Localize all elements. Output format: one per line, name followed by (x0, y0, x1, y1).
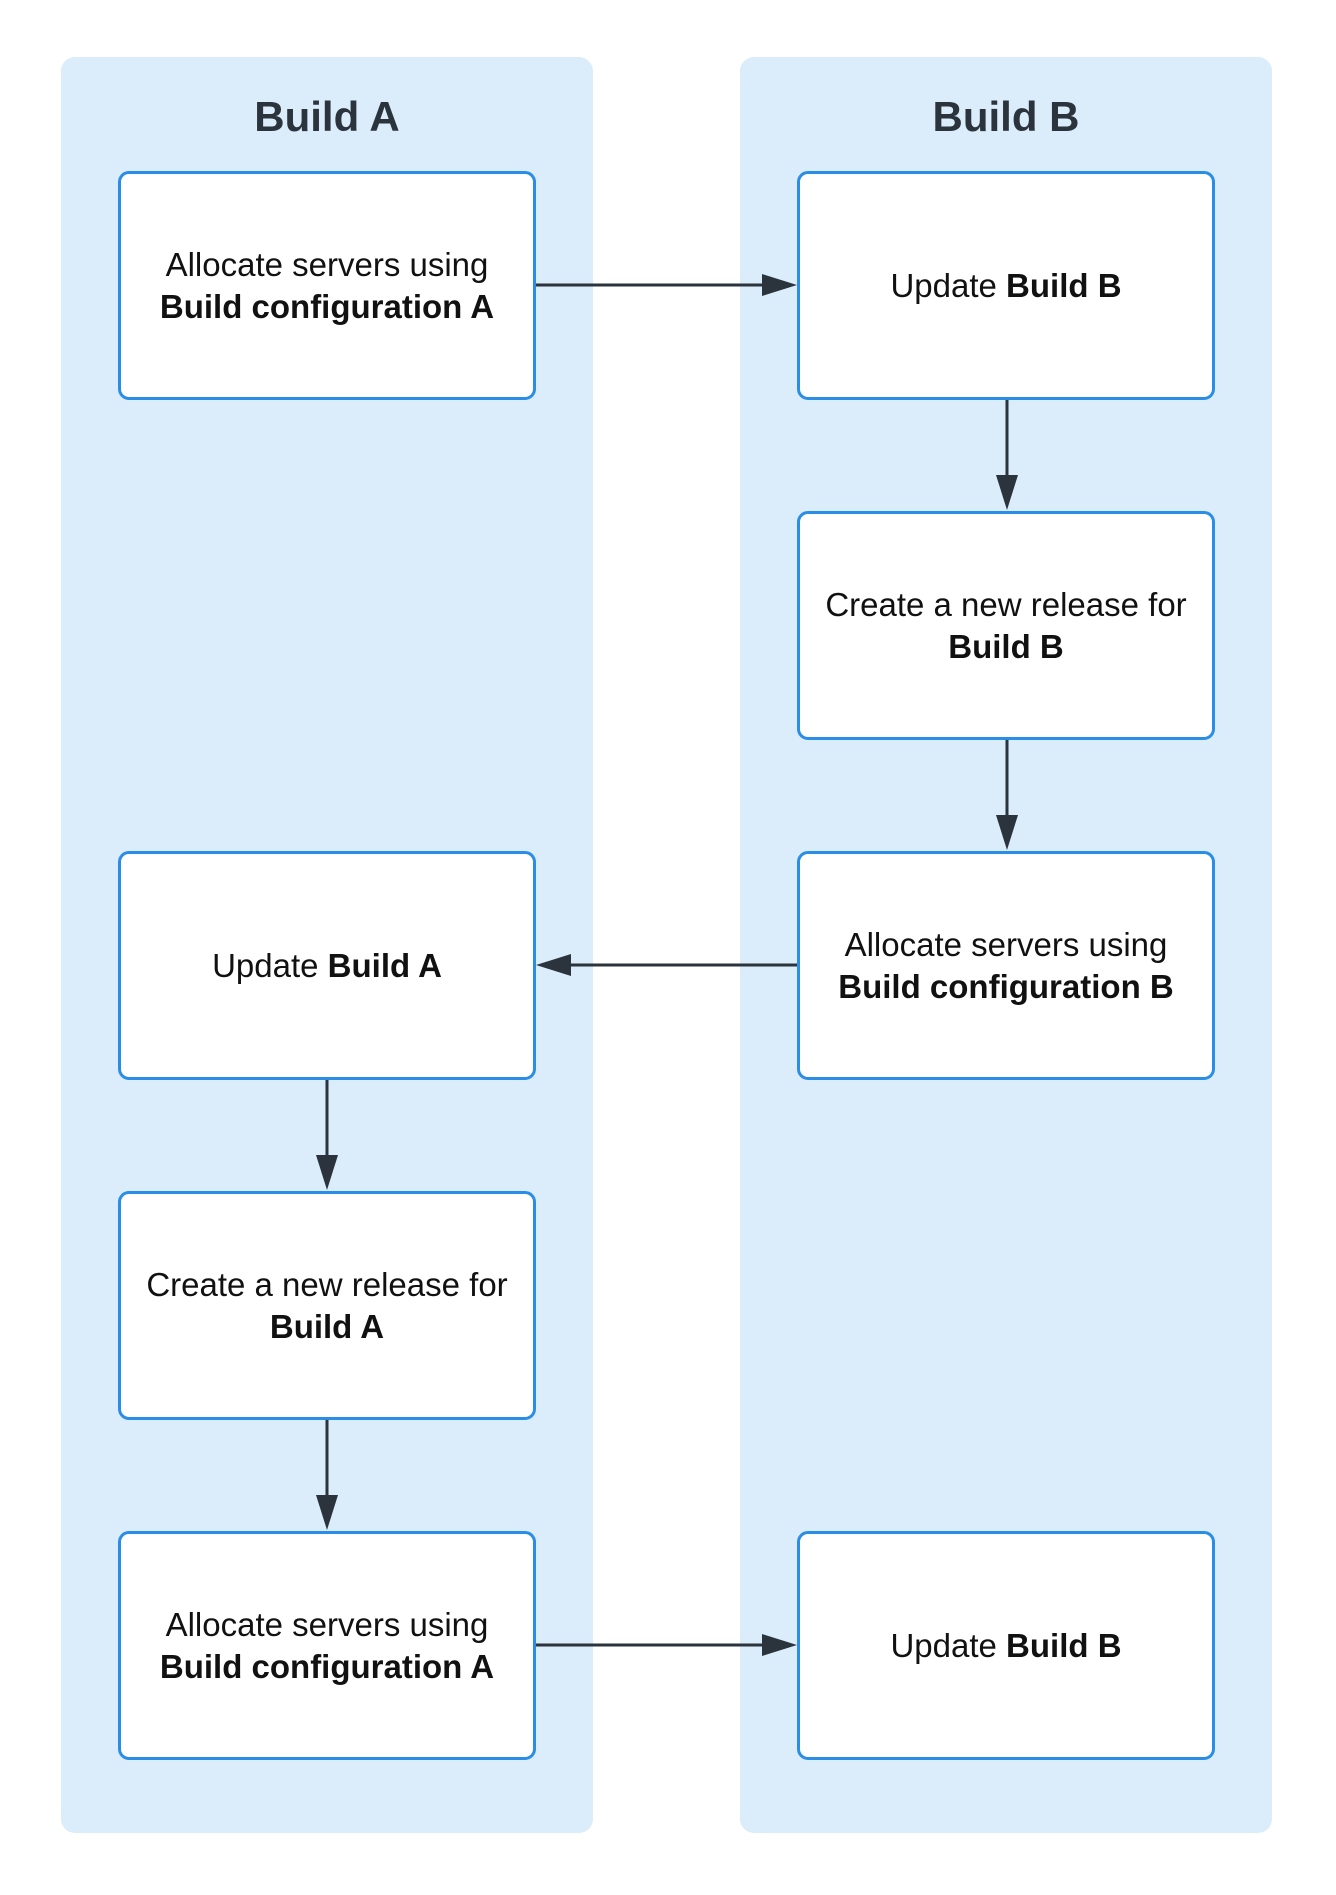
node-text: Update (890, 266, 1007, 304)
node-allocate-servers-b: Allocate servers using Build configurati… (797, 851, 1215, 1080)
node-update-build-b-2: Update Build B (797, 1531, 1215, 1760)
node-create-release-build-a: Create a new release for Build A (118, 1191, 536, 1420)
node-text-bold: Build configuration B (838, 967, 1174, 1005)
node-allocate-servers-a-1: Allocate servers using Build configurati… (118, 171, 536, 400)
node-text: Create a new release for (825, 585, 1187, 623)
node-text: Allocate servers using (165, 245, 489, 283)
node-text-bold: Build B (1006, 266, 1122, 304)
node-text: Create a new release for (146, 1265, 508, 1303)
node-text-bold: Build configuration A (159, 287, 495, 325)
lane-title-build-a: Build A (254, 93, 400, 140)
node-text: Allocate servers using (844, 925, 1168, 963)
node-text-bold: Build A (269, 1307, 385, 1345)
node-text-bold: Build B (948, 627, 1064, 665)
node-update-build-b-1: Update Build B (797, 171, 1215, 400)
node-text-bold: Build configuration A (159, 1647, 495, 1685)
lane-title-build-b: Build B (932, 93, 1080, 140)
node-text: Allocate servers using (165, 1605, 489, 1643)
node-create-release-build-b: Create a new release for Build B (797, 511, 1215, 740)
node-text-bold: Build B (1006, 1626, 1122, 1664)
node-text-bold: Build A (327, 946, 442, 984)
node-allocate-servers-a-2: Allocate servers using Build configurati… (118, 1531, 536, 1760)
node-text: Update (890, 1626, 1007, 1664)
node-update-build-a: Update Build A (118, 851, 536, 1080)
node-text: Update (212, 946, 328, 984)
